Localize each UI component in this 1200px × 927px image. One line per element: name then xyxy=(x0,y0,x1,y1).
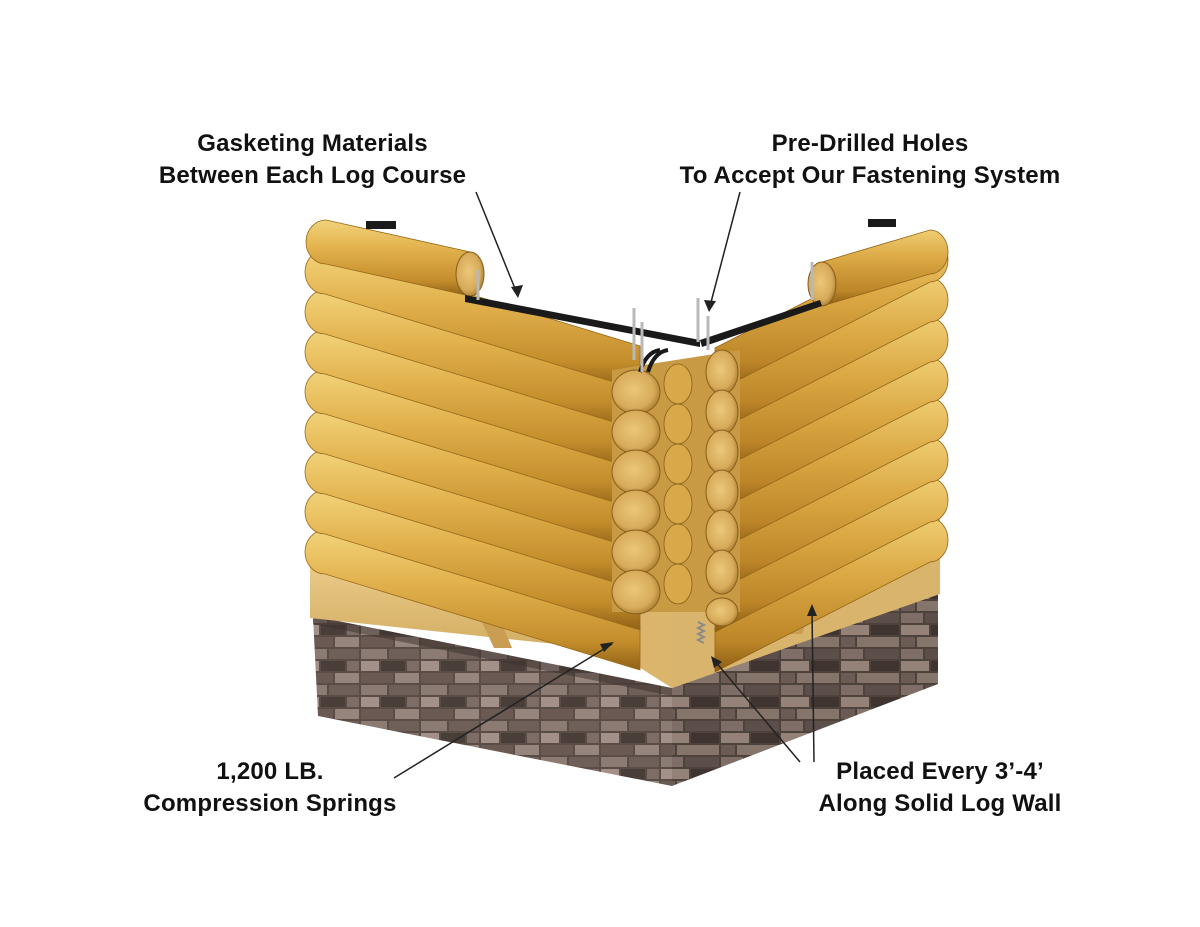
left-log xyxy=(304,289,641,431)
stone-foundation xyxy=(313,594,938,786)
callout-placed-every: Placed Every 3’-4’ Along Solid Log Wall xyxy=(790,756,1090,820)
callout-gasket-line1: Gasketing Materials xyxy=(197,130,428,157)
callout-placed-line1: Placed Every 3’-4’ xyxy=(836,758,1044,785)
left-log xyxy=(304,409,641,551)
callout-pre-drilled-holes: Pre-Drilled Holes To Accept Our Fastenin… xyxy=(660,128,1080,192)
corner-log-ends xyxy=(611,349,740,627)
left-log xyxy=(304,369,641,511)
callout-holes-line1: Pre-Drilled Holes xyxy=(771,130,969,157)
callout-springs-line1: 1,200 LB. xyxy=(216,758,324,785)
right-log-wall xyxy=(714,229,949,673)
left-log-wall xyxy=(304,219,641,671)
left-log xyxy=(304,329,641,471)
left-log xyxy=(304,489,641,631)
left-log xyxy=(304,529,641,671)
callout-gasketing-materials: Gasketing Materials Between Each Log Cou… xyxy=(140,128,485,192)
callout-leaders xyxy=(393,191,817,779)
callout-holes-line2: To Accept Our Fastening System xyxy=(679,162,1061,189)
callout-placed-line2: Along Solid Log Wall xyxy=(818,790,1062,817)
leader-holes xyxy=(709,191,741,307)
callout-compression-springs: 1,200 LB. Compression Springs xyxy=(120,756,420,820)
leader-gasket xyxy=(475,191,519,297)
leader-springs xyxy=(393,643,613,779)
callout-gasket-line2: Between Each Log Course xyxy=(158,162,467,189)
callout-springs-line2: Compression Springs xyxy=(143,790,397,817)
pre-drilled-pins xyxy=(476,262,814,372)
left-log xyxy=(304,449,641,591)
right-log-top xyxy=(807,229,949,307)
leader-placed-b xyxy=(811,609,815,763)
leader-placed-a xyxy=(713,659,801,763)
